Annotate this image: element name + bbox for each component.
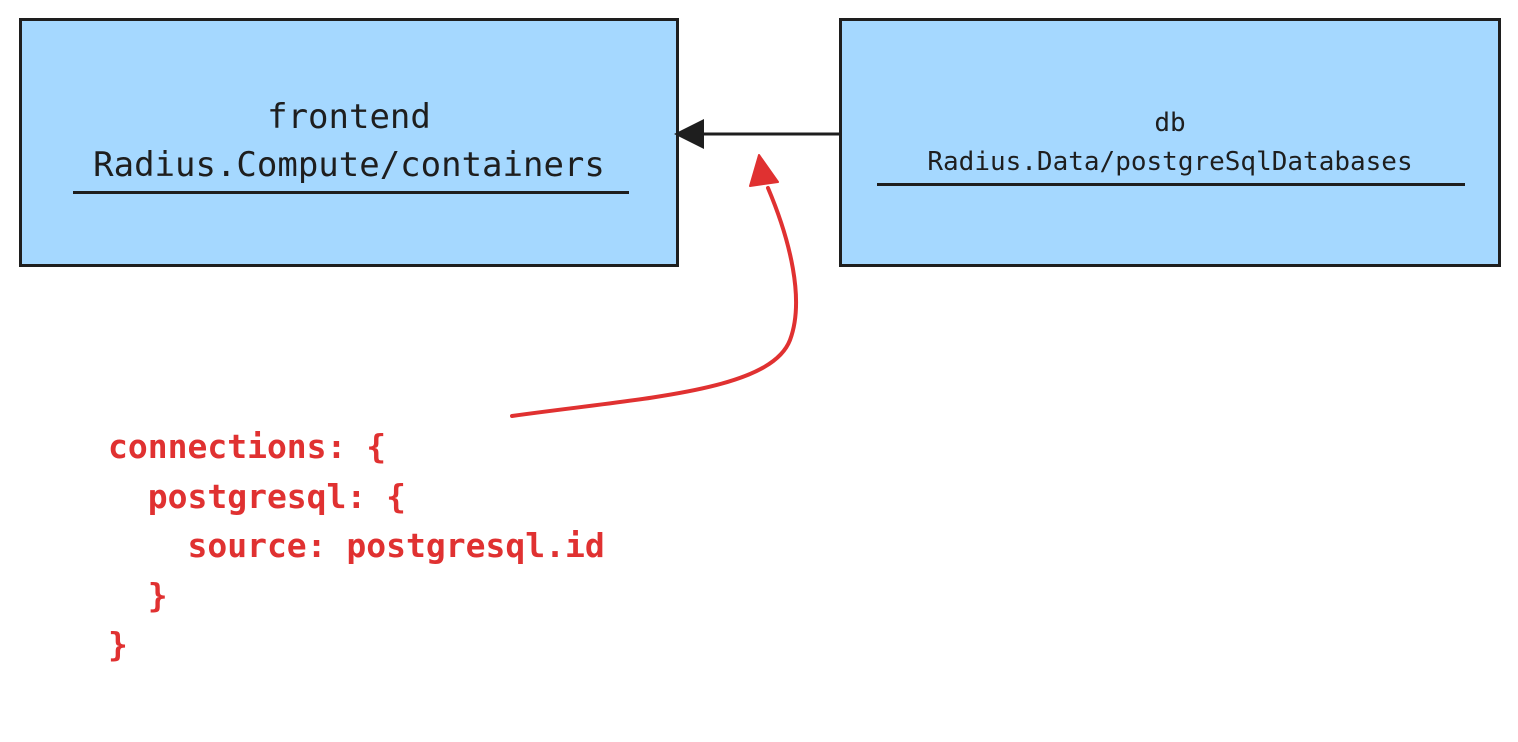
frontend-type-underline bbox=[73, 191, 629, 194]
db-node: db Radius.Data/postgreSqlDatabases bbox=[839, 18, 1501, 267]
frontend-node-type: Radius.Compute/containers bbox=[93, 145, 605, 185]
db-node-type: Radius.Data/postgreSqlDatabases bbox=[927, 147, 1413, 177]
annotation-arrowhead-icon bbox=[749, 154, 779, 187]
frontend-node: frontend Radius.Compute/containers bbox=[19, 18, 679, 267]
connection-arrow bbox=[674, 119, 839, 149]
db-node-name: db bbox=[1154, 108, 1186, 138]
connections-code-annotation: connections: { postgresql: { source: pos… bbox=[108, 427, 605, 664]
db-type-underline bbox=[877, 183, 1465, 186]
frontend-node-name: frontend bbox=[267, 97, 431, 137]
